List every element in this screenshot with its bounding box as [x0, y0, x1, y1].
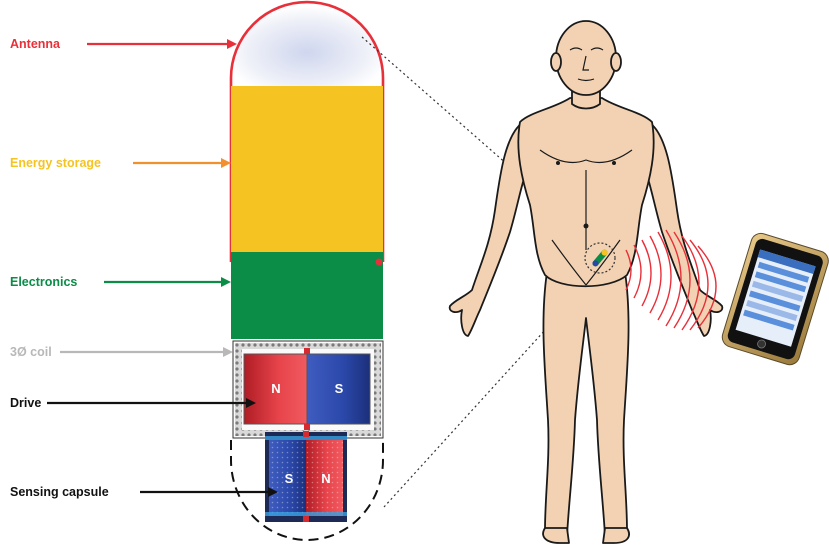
drive-pole-south: S	[331, 381, 347, 396]
sensing-band-bottom	[265, 512, 347, 516]
drive-shaft-top	[304, 348, 310, 354]
label-sensing-capsule: Sensing capsule	[10, 485, 109, 499]
coil-arrowhead	[223, 347, 233, 357]
body-ear-left	[551, 53, 561, 71]
nipple-left	[556, 161, 560, 165]
label-antenna: Antenna	[10, 37, 60, 51]
label-drive: Drive	[10, 396, 41, 410]
sensing-pole-north: N	[318, 471, 334, 486]
antenna-feed-point	[376, 259, 383, 266]
sensing-pin-bottom	[303, 516, 309, 522]
coil-winding-right	[374, 343, 381, 436]
smartphone-icon	[720, 231, 829, 367]
body-feet	[543, 528, 629, 543]
coil-winding-left	[235, 343, 242, 436]
navel	[584, 224, 589, 229]
nipple-right	[612, 161, 616, 165]
drive-pole-north: N	[268, 381, 284, 396]
drive-shaft-bottom	[304, 424, 310, 430]
capsule-cross-section	[231, 2, 383, 540]
body-ear-right	[611, 53, 621, 71]
label-coil: 3Ø coil	[10, 345, 52, 359]
antenna-dome	[231, 2, 383, 86]
sensing-pole-south: S	[281, 471, 297, 486]
body-legs	[543, 272, 628, 536]
antenna-arrowhead	[227, 39, 237, 49]
energy-storage-block	[231, 86, 383, 252]
electronics-arrowhead	[221, 277, 231, 287]
sensing-pin-top	[303, 431, 309, 437]
electronics-block	[231, 252, 383, 339]
label-electronics: Electronics	[10, 275, 77, 289]
energy-arrowhead	[221, 158, 231, 168]
label-energy-storage: Energy storage	[10, 156, 101, 170]
body-arm-left	[450, 122, 530, 336]
